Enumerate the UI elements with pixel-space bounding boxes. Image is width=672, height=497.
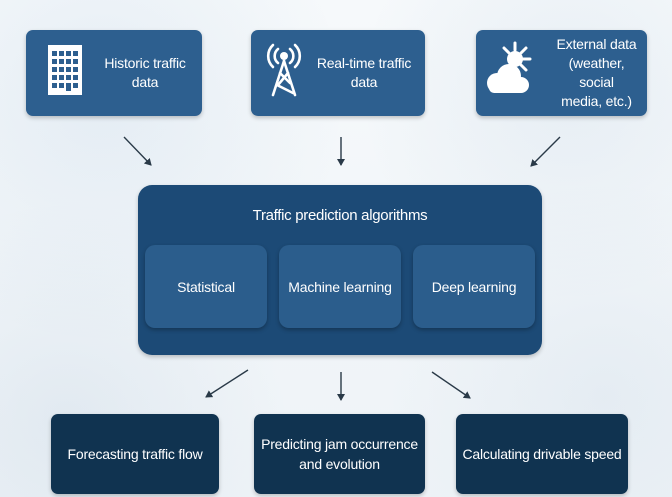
predicting-jam-box: Predicting jam occurrence and evolution <box>254 414 425 494</box>
machine-learning-algorithm-box: Machine learning <box>279 245 401 328</box>
statistical-algorithm-box: Statistical <box>145 245 267 328</box>
sun-cloud-icon <box>487 41 532 93</box>
forecasting-traffic-flow-box: Forecasting traffic flow <box>51 414 219 494</box>
traffic-prediction-algorithms-box: Traffic prediction algorithms Statistica… <box>138 185 542 355</box>
radio-tower-icon <box>266 43 302 97</box>
calculating-drivable-speed-box: Calculating drivable speed <box>456 414 628 494</box>
building-icon <box>48 45 82 95</box>
realtime-traffic-data-box: Real-time traffic data <box>251 30 425 116</box>
external-data-box: External data (weather, social media, et… <box>476 30 647 116</box>
external-data-label: External data (weather, social media, et… <box>556 36 637 109</box>
deep-learning-algorithm-box: Deep learning <box>413 245 535 328</box>
central-title: Traffic prediction algorithms <box>252 207 428 224</box>
historic-traffic-label: Historic traffic data <box>104 55 186 90</box>
historic-traffic-data-box: Historic traffic data <box>26 30 202 116</box>
realtime-traffic-label: Real-time traffic data <box>316 55 412 90</box>
